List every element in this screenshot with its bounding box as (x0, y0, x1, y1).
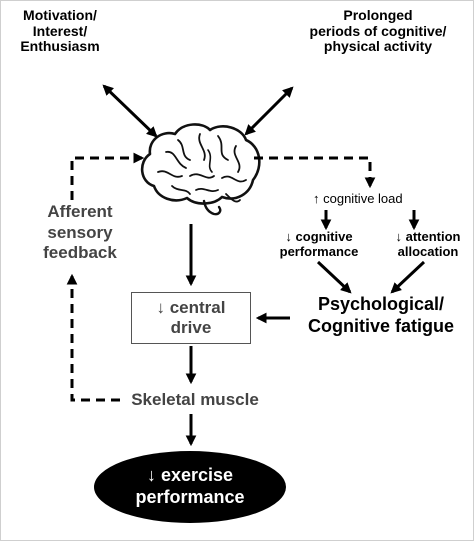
arrow-performance-fatigue (316, 260, 352, 294)
arrow-afferent-brain (70, 152, 145, 200)
central-drive-label: ↓ central drive (156, 297, 226, 337)
arrow-brain-cognitive-load (254, 156, 376, 189)
exercise-performance-oval: ↓ exercise performance (94, 451, 286, 523)
motivation-label: Motivation/ Interest/ Enthusiasm (20, 7, 100, 55)
arrow-motivation-brain (102, 84, 158, 138)
exercise-performance-label: ↓ exercise performance (135, 465, 245, 507)
brain-icon (140, 123, 261, 216)
afferent-feedback-label: Afferent sensory feedback (43, 202, 117, 263)
arrow-activity-brain (244, 86, 294, 136)
psychological-fatigue-label: Psychological/ Cognitive fatigue (307, 294, 454, 336)
skeletal-muscle-label: Skeletal muscle (131, 390, 259, 409)
central-drive-box: ↓ central drive (131, 292, 251, 344)
arrow-skeletal-afferent (66, 273, 120, 402)
prolonged-activity-label: Prolonged periods of cognitive/ physical… (309, 7, 447, 55)
cognitive-load-label: ↑ cognitive load (313, 191, 403, 206)
arrow-attention-fatigue (390, 260, 426, 294)
attention-allocation-label: ↓ attention allocation (395, 229, 461, 259)
cognitive-performance-label: ↓ cognitive performance (279, 229, 359, 259)
